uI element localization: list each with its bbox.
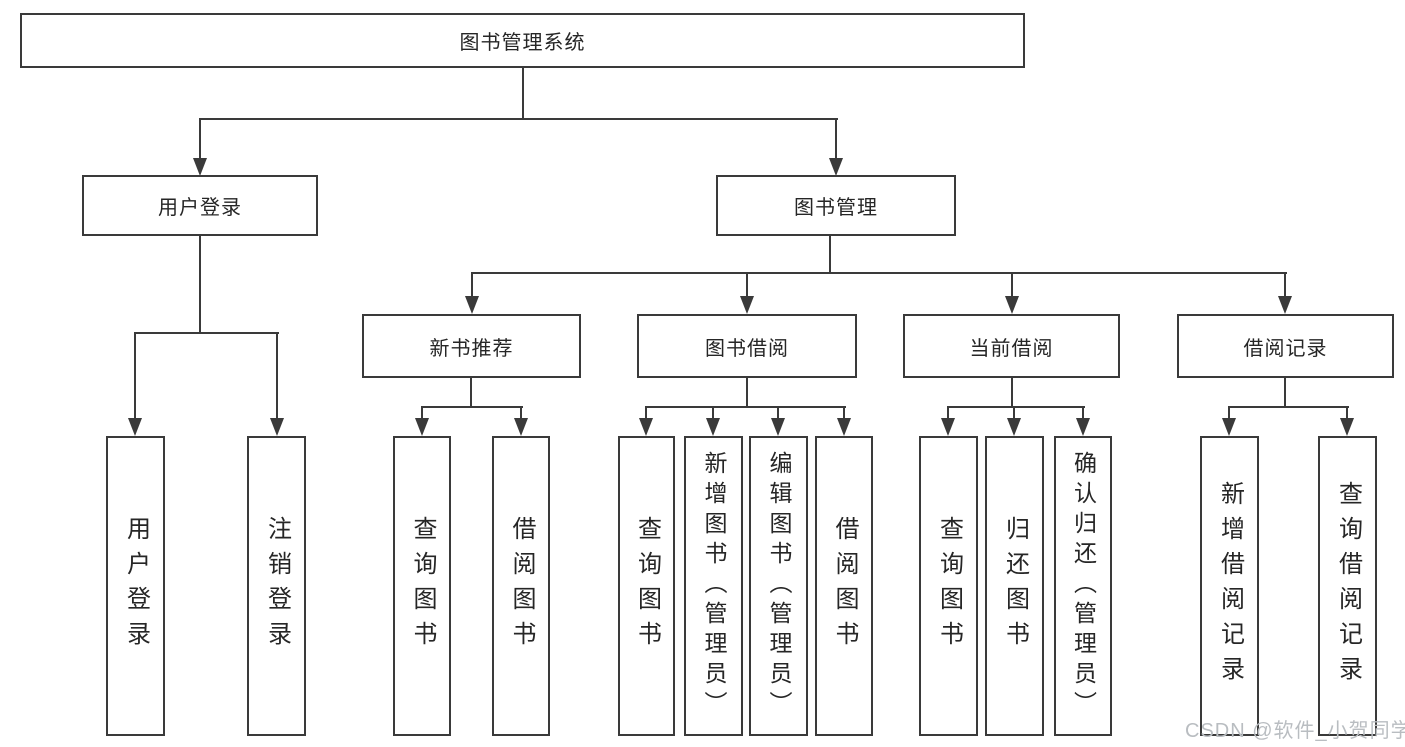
connector-line: [645, 406, 846, 408]
node-book-mgmt: 图书管理: [716, 175, 956, 236]
arrow-down-icon: [1340, 418, 1354, 436]
connector-line: [1082, 406, 1084, 420]
leaf-borrow-book-rec: 借阅图书: [492, 436, 550, 736]
arrow-down-icon: [415, 418, 429, 436]
arrow-down-icon: [465, 296, 479, 314]
connector-line: [276, 332, 278, 420]
connector-line: [947, 406, 1085, 408]
connector-line: [134, 332, 279, 334]
leaf-edit-book-admin: 编辑图书（管理员）: [749, 436, 808, 736]
arrow-down-icon: [514, 418, 528, 436]
arrow-down-icon: [1278, 296, 1292, 314]
connector-line: [520, 406, 522, 420]
connector-line: [134, 332, 136, 420]
node-book-borrow: 图书借阅: [637, 314, 857, 378]
leaf-add-borrow-record: 新增借阅记录: [1200, 436, 1259, 736]
leaf-logout: 注销登录: [247, 436, 306, 736]
connector-line: [1011, 272, 1013, 298]
arrow-down-icon: [639, 418, 653, 436]
arrow-down-icon: [829, 158, 843, 176]
watermark: CSDN @软件_小贺同学: [1185, 720, 1405, 742]
arrow-down-icon: [837, 418, 851, 436]
arrow-down-icon: [128, 418, 142, 436]
leaf-query-borrow-record: 查询借阅记录: [1318, 436, 1377, 736]
connector-line: [471, 272, 473, 298]
arrow-down-icon: [1005, 296, 1019, 314]
arrow-down-icon: [270, 418, 284, 436]
arrow-down-icon: [740, 296, 754, 314]
connector-line: [1013, 406, 1015, 420]
leaf-query-book-borrow: 查询图书: [618, 436, 675, 736]
connector-line: [746, 378, 748, 408]
connector-line: [199, 236, 201, 334]
connector-line: [1284, 272, 1286, 298]
arrow-down-icon: [1222, 418, 1236, 436]
arrow-down-icon: [1076, 418, 1090, 436]
leaf-borrow-book: 借阅图书: [815, 436, 873, 736]
leaf-user-login: 用户登录: [106, 436, 165, 736]
connector-line: [843, 406, 845, 420]
leaf-add-book-admin: 新增图书（管理员）: [684, 436, 743, 736]
leaf-return-book: 归还图书: [985, 436, 1044, 736]
arrow-down-icon: [771, 418, 785, 436]
leaf-query-book-current: 查询图书: [919, 436, 978, 736]
connector-line: [470, 378, 472, 408]
connector-line: [645, 406, 647, 420]
connector-line: [947, 406, 949, 420]
connector-line: [471, 272, 1287, 274]
arrow-down-icon: [1007, 418, 1021, 436]
connector-line: [1228, 406, 1349, 408]
connector-line: [1284, 378, 1286, 408]
leaf-confirm-return-admin: 确认归还（管理员）: [1054, 436, 1112, 736]
connector-line: [199, 118, 838, 120]
connector-line: [829, 236, 831, 274]
connector-line: [421, 406, 423, 420]
arrow-down-icon: [706, 418, 720, 436]
connector-line: [199, 118, 201, 160]
leaf-query-book-rec: 查询图书: [393, 436, 451, 736]
node-user-login: 用户登录: [82, 175, 318, 236]
arrow-down-icon: [193, 158, 207, 176]
connector-line: [1346, 406, 1348, 420]
node-borrow-record: 借阅记录: [1177, 314, 1394, 378]
node-root: 图书管理系统: [20, 13, 1025, 68]
arrow-down-icon: [941, 418, 955, 436]
connector-line: [746, 272, 748, 298]
node-current-borrow: 当前借阅: [903, 314, 1120, 378]
connector-line: [712, 406, 714, 420]
connector-line: [421, 406, 523, 408]
connector-line: [777, 406, 779, 420]
connector-line: [1011, 378, 1013, 408]
connector-line: [1228, 406, 1230, 420]
connector-line: [522, 68, 524, 120]
connector-line: [835, 118, 837, 160]
node-new-book-rec: 新书推荐: [362, 314, 581, 378]
